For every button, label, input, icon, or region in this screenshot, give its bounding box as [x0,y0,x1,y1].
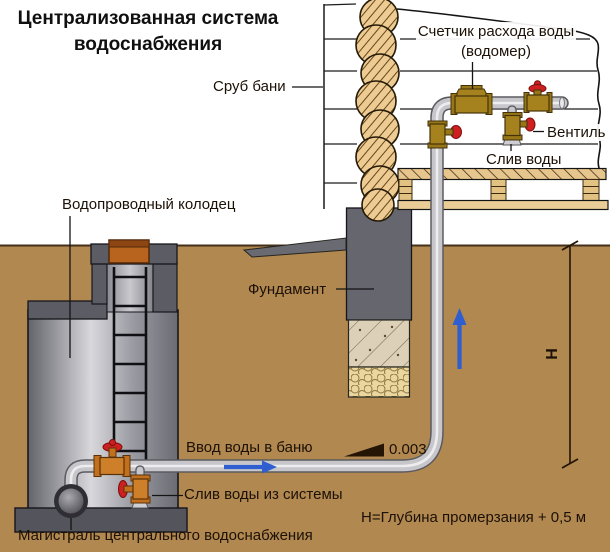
label-slope-value: 0.003 [389,441,427,458]
slope-symbol [344,443,384,457]
shutoff-valve [523,80,553,113]
page-title: Централизованная система водоснабжения [12,6,284,57]
label-water-well: Водопроводный колодец [62,196,236,213]
label-supply-main: Магистраль центрального водоснабжения [18,527,313,544]
well-ladder [112,267,148,460]
label-water-meter: Счетчик расхода воды (водомер) [393,22,599,61]
label-system-drain: Слив воды из системы [184,486,343,503]
brick-piers [398,179,600,201]
supply-main-pipe [54,484,88,518]
well-inlet-valve [93,439,131,477]
label-log-cabin: Сруб бани [213,78,286,95]
flow-arrow-right-icon [224,460,277,474]
label-water-meter-line2: (водомер) [459,41,533,61]
drain-tee-valve [502,112,536,141]
wall-siding [323,3,357,209]
title-line-1: Централизованная система [17,8,279,29]
label-foundation: Фундамент [248,281,327,298]
label-water-meter-line1: Счетчик расхода воды [415,22,577,42]
title-line-2: водоснабжения [73,33,223,55]
riser-valve [427,120,462,149]
water-meter [450,85,493,115]
water-well [14,239,188,533]
label-depth-dimension: Н [543,348,561,360]
floor-beam [397,199,609,211]
bathhouse [242,0,609,398]
label-depth-formula: Н=Глубина промерзания + 0,5 м [361,509,587,526]
label-water-inlet: Ввод воды в баню [186,439,313,456]
log-wall [355,0,400,222]
well-hatch-cover [108,239,150,264]
floor [397,167,609,211]
label-valve: Вентиль [545,124,608,142]
label-water-drain: Слив воды [484,151,564,169]
flow-arrow-up-icon [452,308,467,369]
well-drain-valve [118,474,151,504]
depth-dimension-line [561,240,579,469]
leader-lines [69,62,544,530]
blind-area [242,237,347,258]
well-footing [14,507,188,533]
foundation [242,207,413,398]
